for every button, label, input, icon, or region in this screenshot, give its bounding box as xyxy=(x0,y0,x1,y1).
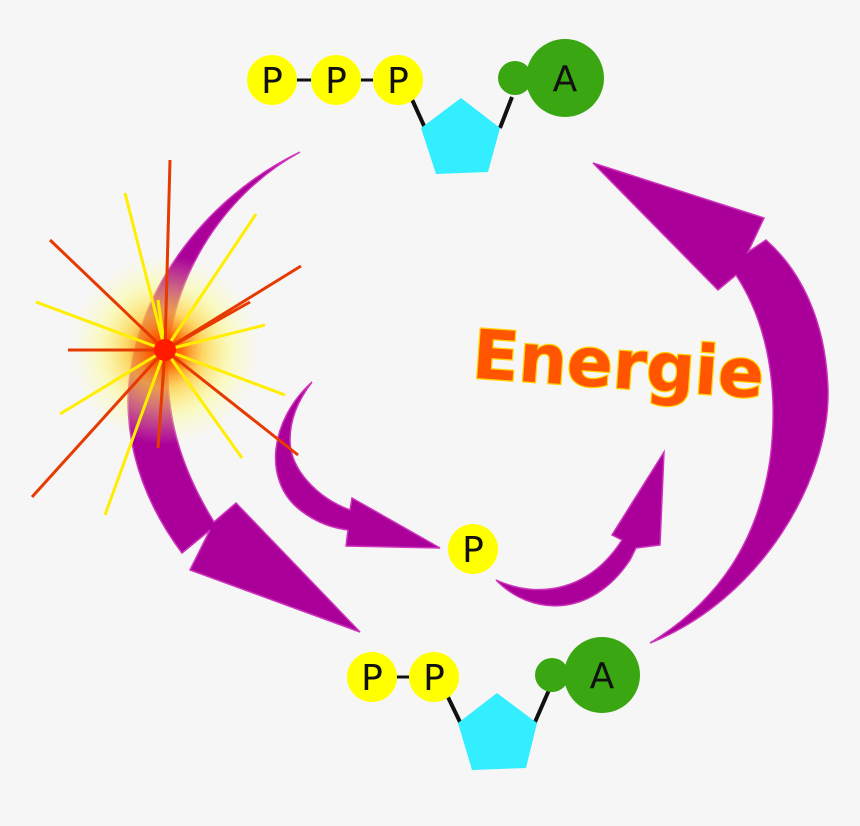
phosphate-label: P xyxy=(387,61,409,102)
adp-base-link xyxy=(535,658,569,692)
atp-phosphate-1: P xyxy=(247,55,297,105)
phosphate-release-arrow xyxy=(276,382,440,548)
adp-adenine-base: A xyxy=(564,637,640,713)
atp-phosphate-2: P xyxy=(311,55,361,105)
atp-phosphate-3: P xyxy=(373,55,423,105)
phosphate-label: P xyxy=(462,530,484,571)
adp-phosphate-2: P xyxy=(409,652,459,702)
phosphate-label: P xyxy=(423,658,445,699)
base-label: A xyxy=(590,656,615,697)
adp-phosphate-1: P xyxy=(347,652,397,702)
released-phosphate: P xyxy=(448,524,498,574)
energy-label: Energie xyxy=(470,316,767,415)
adp-ribose-sugar xyxy=(458,693,537,770)
atp-ribose-sugar xyxy=(421,98,500,174)
energy-input-arrow xyxy=(496,452,664,606)
base-label: A xyxy=(553,59,578,100)
phosphate-label: P xyxy=(361,658,383,699)
phosphate-label: P xyxy=(325,61,347,102)
adp-molecule: P P A xyxy=(347,637,640,770)
atp-adenine-base: A xyxy=(526,39,604,117)
atp-molecule: P P P A xyxy=(247,39,604,174)
phosphate-label: P xyxy=(261,61,283,102)
